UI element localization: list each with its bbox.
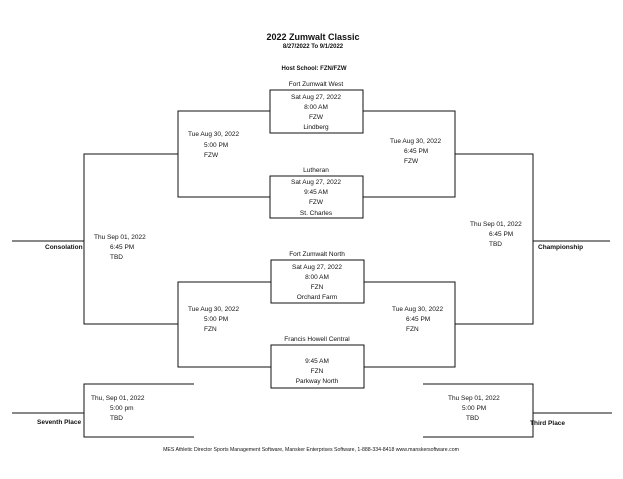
consolation-site: TBD [110, 254, 123, 261]
qf4-top-team: Francis Howell Central [284, 336, 350, 343]
qf1-time: 8:00 AM [304, 104, 328, 111]
date-range: 8/27/2022 To 9/1/2022 [282, 44, 344, 50]
qf2-top-team: Lutheran [303, 167, 329, 174]
qf1-date: Sat Aug 27, 2022 [291, 94, 341, 101]
seventh-place-label: Seventh Place [37, 419, 82, 426]
qf4-bottom-team: Parkway North [295, 378, 339, 385]
cons-semi2-date: Tue Aug 30, 2022 [188, 306, 240, 313]
page-title: 2022 Zumwalt Classic [266, 32, 360, 42]
upper-left-bracket [177, 110, 270, 198]
cons-semi1-date: Tue Aug 30, 2022 [188, 131, 240, 138]
cons-semi2-time: 5:00 PM [204, 316, 229, 323]
seventh-place-site: TBD [110, 415, 123, 422]
qf4-site: FZN [310, 368, 324, 375]
seventh-place-date: Thu, Sep 01, 2022 [91, 395, 145, 402]
championship-time: 6:45 PM [489, 231, 514, 238]
qf2-site: FZW [308, 199, 324, 206]
qf1-site: FZW [308, 114, 324, 121]
championship-site: TBD [489, 241, 502, 248]
win-semi1-site: FZW [404, 158, 419, 165]
championship-bracket [455, 153, 534, 325]
qf3-time: 8:00 AM [305, 274, 329, 281]
consolation-time: 6:45 PM [110, 244, 135, 251]
seventh-place-time: 5:00 pm [110, 405, 134, 412]
qf4-time: 9:45 AM [305, 358, 329, 365]
qf2-date: Sat Aug 27, 2022 [291, 179, 341, 186]
qf3-bottom-team: Orchard Farm [296, 294, 338, 301]
seventh-place-bracket [83, 383, 194, 438]
win-semi2-site: FZN [406, 326, 419, 333]
win-semi1-date: Tue Aug 30, 2022 [390, 138, 442, 145]
cons-semi1-site: FZW [204, 152, 219, 159]
qf2-bottom-team: St. Charles [299, 210, 333, 217]
win-semi2-date: Tue Aug 30, 2022 [392, 306, 444, 313]
third-place-bracket [423, 383, 534, 438]
consolation-date: Thu Sep 01, 2022 [94, 234, 146, 241]
third-place-time: 5:00 PM [462, 405, 487, 412]
footer-credit: MES Athletic Director Sports Management … [163, 447, 459, 453]
qf1-bottom-team: Lindberg [303, 124, 329, 131]
qf3-top-team: Fort Zumwalt North [289, 251, 345, 258]
qf2-time: 9:45 AM [304, 189, 328, 196]
host-school: Host School: FZN/FZW [281, 66, 347, 72]
consolation-label: Consolation [45, 244, 83, 251]
qf3-site: FZN [310, 284, 324, 291]
championship-date: Thu Sep 01, 2022 [470, 221, 522, 228]
championship-label: Championship [538, 244, 584, 251]
cons-semi2-site: FZN [204, 326, 217, 333]
third-place-label: Third Place [530, 420, 566, 427]
cons-semi1-time: 5:00 PM [204, 142, 229, 149]
win-semi1-time: 6:45 PM [404, 148, 429, 155]
third-place-date: Thu Sep 01, 2022 [448, 395, 500, 402]
consolation-bracket [83, 153, 178, 325]
lower-right-bracket [364, 281, 456, 368]
third-place-site: TBD [466, 415, 479, 422]
qf3-date: Sat Aug 27, 2022 [292, 264, 342, 271]
qf1-top-team: Fort Zumwalt West [288, 81, 344, 88]
lower-left-bracket [177, 281, 271, 368]
win-semi2-time: 6:45 PM [406, 316, 431, 323]
